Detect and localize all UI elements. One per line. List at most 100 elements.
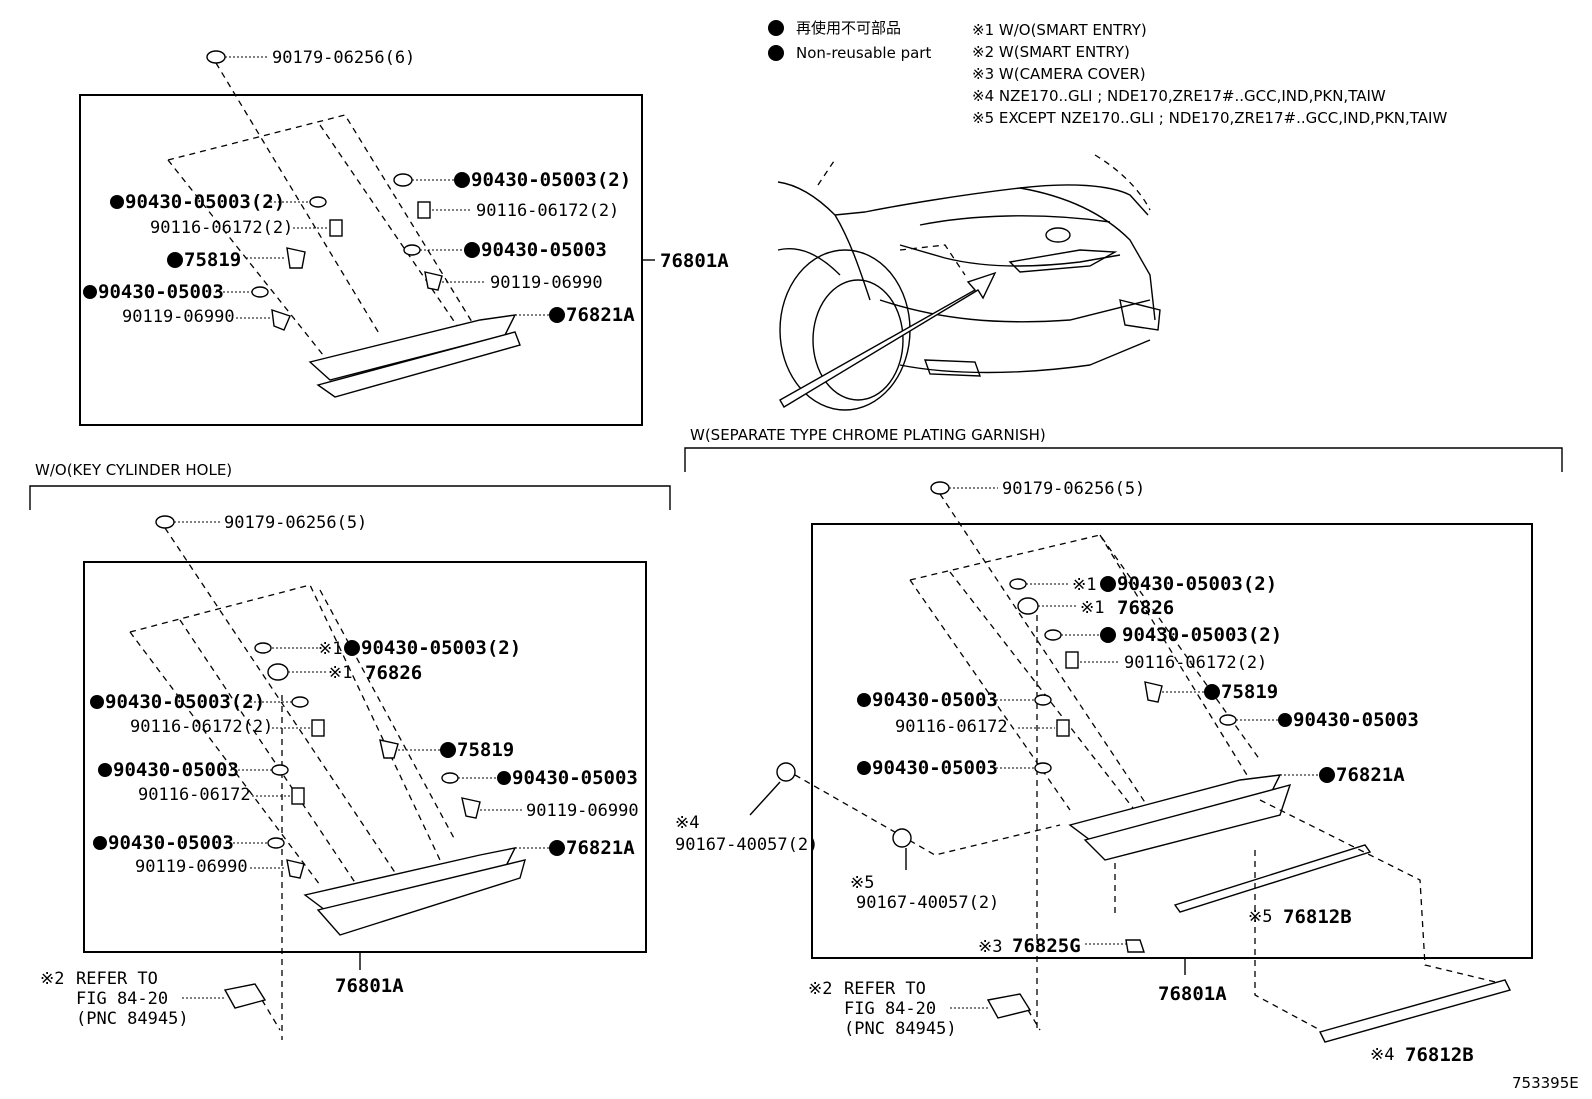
clip-75819-icon [379, 739, 399, 759]
label-b1: 90119-06990 [135, 857, 248, 877]
label-s2: 90116-06172(2) [476, 201, 619, 221]
washer-icon [1034, 762, 1052, 774]
screw-icon [329, 219, 343, 237]
smart-entry-sensor-icon [986, 993, 1032, 1019]
notes: ※1 W/O(SMART ENTRY) ※2 W(SMART ENTRY) ※3… [972, 21, 1447, 127]
washer-icon [291, 696, 309, 708]
legend-japanese: 再使用不可部品 [796, 19, 901, 37]
screw-icon [291, 787, 305, 805]
non-reusable-dot-icon [768, 45, 784, 61]
label-b1: 90119-06990 [122, 307, 235, 327]
assembly-number: 76801A [1158, 983, 1227, 1005]
molding-icon [1173, 844, 1372, 913]
label-s2: 90116-06172 [895, 717, 1008, 737]
washer-icon [251, 286, 269, 298]
washer-icon [309, 196, 327, 208]
note-4: ※4 NZE170..GLI ; NDE170,ZRE17#..GCC,IND,… [972, 87, 1386, 105]
mark-k1b: ※1 [1080, 598, 1104, 618]
figure-id: 753395E [1512, 1074, 1579, 1092]
washer-icon [393, 173, 413, 187]
bolt-icon [424, 271, 443, 291]
legend: 再使用不可部品 Non-reusable part [768, 19, 931, 62]
washer-icon [441, 772, 459, 784]
label-n5: 90167-40057(2) [856, 893, 999, 913]
nut-icon [892, 828, 912, 848]
label-n4: 90167-40057(2) [675, 835, 818, 855]
label-w2: 90430-05003 [113, 759, 239, 781]
clip-icon [930, 481, 950, 495]
pad-icon [267, 663, 289, 681]
garnish-lower-icon [316, 859, 526, 936]
screw-icon [311, 719, 325, 737]
mark-k3: ※3 [978, 937, 1002, 957]
label-w-m1: 90430-05003(2) [361, 637, 521, 659]
mark-k4: ※4 [675, 813, 699, 833]
label-clip: 90179-06256(5) [1002, 479, 1145, 499]
clip-75819-icon [1144, 681, 1163, 703]
label-m1: 76826 [365, 662, 422, 684]
mark-k2: ※2 [808, 979, 832, 999]
label-garnish: 76821A [1336, 764, 1405, 786]
assembly-number: 76801A [335, 975, 404, 997]
screw-icon [1065, 651, 1079, 669]
garnish-lower-icon [1083, 783, 1292, 861]
clip-icon [155, 515, 175, 529]
ref-line-2: FIG 84-20 [844, 999, 936, 1019]
mark-k5b: ※5 [1248, 907, 1272, 927]
note-1: ※1 W/O(SMART ENTRY) [972, 21, 1147, 39]
car-rear-illustration [777, 154, 1161, 411]
section-title: W/O(KEY CYLINDER HOLE) [35, 461, 232, 479]
label-s1: 90116-06172(2) [130, 717, 273, 737]
washer-icon [403, 244, 421, 256]
bolt-icon [461, 797, 481, 819]
label-s2: 90116-06172 [138, 785, 251, 805]
screw-icon [417, 201, 431, 219]
note-2: ※2 W(SMART ENTRY) [972, 43, 1130, 61]
washer-icon [271, 764, 289, 776]
label-w3: 90430-05003(2) [471, 169, 631, 191]
note-5: ※5 EXCEPT NZE170..GLI ; NDE170,ZRE17#..G… [972, 109, 1447, 127]
label-m1: 76826 [1117, 597, 1174, 619]
washer-icon [267, 837, 285, 849]
nut-icon [776, 762, 796, 782]
bolt-icon [286, 859, 305, 879]
washer-icon [1009, 578, 1027, 590]
garnish-lower-icon [316, 331, 521, 398]
assembly-number: 76801A [660, 250, 729, 272]
legend-english: Non-reusable part [796, 44, 931, 62]
washer-icon [1044, 629, 1062, 641]
label-w4: 90430-05003 [512, 767, 638, 789]
bottom-left-assembly: W/O(KEY CYLINDER HOLE) 90179-06256(5) ※1… [29, 461, 671, 1040]
label-c1: 75819 [184, 249, 241, 271]
label-w1: 90430-05003(2) [1122, 624, 1282, 646]
mark-k1b: ※1 [328, 663, 352, 683]
label-w4: 90430-05003 [481, 239, 607, 261]
label-s1: 90116-06172(2) [150, 218, 293, 238]
label-s1: 90116-06172(2) [1124, 653, 1267, 673]
washer-icon [254, 642, 272, 654]
label-b2: 90119-06990 [490, 273, 603, 293]
label-w3: 90430-05003 [872, 689, 998, 711]
label-m5: 76812B [1283, 906, 1352, 928]
label-m4: 76812B [1405, 1044, 1474, 1066]
bolt-icon [271, 308, 291, 331]
pad-icon [1017, 597, 1039, 615]
label-c1: 75819 [457, 739, 514, 761]
garnish-icon [308, 314, 517, 381]
section-title: W(SEPARATE TYPE CHROME PLATING GARNISH) [690, 426, 1046, 444]
garnish-icon [303, 847, 517, 911]
ref-line-3: (PNC 84945) [844, 1019, 957, 1039]
molding-icon [1318, 979, 1512, 1043]
label-c1: 75819 [1221, 681, 1278, 703]
washer-icon [1219, 714, 1237, 726]
note-3: ※3 W(CAMERA COVER) [972, 65, 1146, 83]
label-clip: 90179-06256(6) [272, 48, 415, 68]
label-w2: 90430-05003 [98, 281, 224, 303]
ref-line-2: FIG 84-20 [76, 989, 168, 1009]
mark-k1: ※1 [1072, 575, 1096, 595]
mark-k2: ※2 [40, 969, 64, 989]
clip-icon [206, 50, 226, 64]
label-w1: 90430-05003(2) [105, 691, 265, 713]
label-b2: 90119-06990 [526, 801, 639, 821]
